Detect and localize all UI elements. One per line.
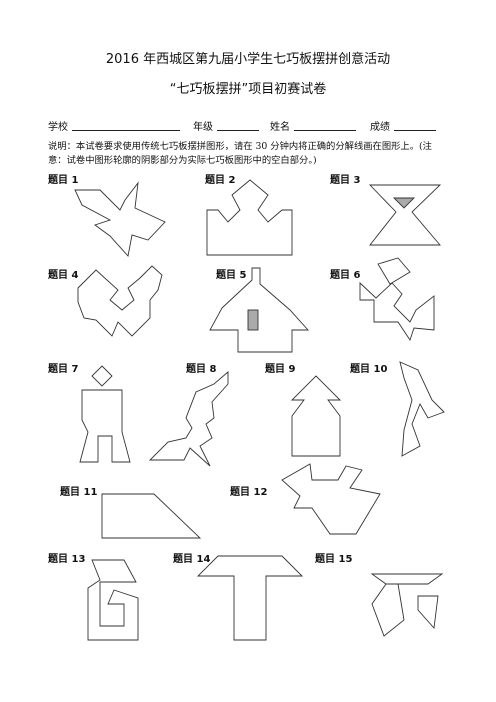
figure-5-shaded-door <box>247 309 259 331</box>
figure-9-outline <box>290 375 342 457</box>
figure-6-body <box>359 281 435 342</box>
name-label: 姓名 <box>270 122 290 133</box>
question-14-label: 题目 14 <box>173 554 211 565</box>
instructions-text: 说明：本试卷要求使用传统七巧板摆拼图形，请在 30 分钟内将正确的分解线画在图形… <box>48 141 432 166</box>
question-6-label: 题目 6 <box>330 270 361 281</box>
figure-1-outline <box>74 181 166 257</box>
exam-title: 2016 年西城区第九届小学生七巧板摆拼创意活动 <box>105 52 391 67</box>
question-10-label: 题目 10 <box>350 364 388 375</box>
figure-8[interactable] <box>148 371 229 467</box>
figure-1[interactable] <box>74 181 166 257</box>
exam-subtitle: “七巧板摆拼”项目初赛试卷 <box>169 82 327 97</box>
figure-7-body <box>79 389 131 463</box>
figure-13[interactable] <box>87 559 139 641</box>
figure-5-outline <box>209 267 310 353</box>
question-15-label: 题目 15 <box>315 554 353 565</box>
figure-3-shaded-area <box>392 197 416 209</box>
figure-11[interactable] <box>101 493 202 539</box>
question-8-label: 题目 8 <box>186 364 217 375</box>
question-11-label: 题目 11 <box>60 487 98 498</box>
figure-2-outline <box>206 179 293 256</box>
figure-3-outline <box>368 184 442 246</box>
grade-label: 年级 <box>193 122 213 133</box>
figure-15-stem <box>371 583 405 637</box>
school-label: 学校 <box>48 122 68 133</box>
question-7-label: 题目 7 <box>48 364 79 375</box>
question-5-label: 题目 5 <box>216 270 247 281</box>
figure-14[interactable] <box>196 555 304 641</box>
figure-6[interactable] <box>359 257 435 342</box>
question-12-label: 题目 12 <box>230 487 268 498</box>
question-4-label: 题目 4 <box>48 270 79 281</box>
school-field[interactable] <box>72 130 180 131</box>
figure-5[interactable] <box>209 267 310 353</box>
figure-11-outline <box>101 493 202 539</box>
figure-15-flag <box>417 595 439 630</box>
figure-12[interactable] <box>281 463 381 535</box>
figure-4[interactable] <box>77 265 163 337</box>
question-1-label: 题目 1 <box>48 175 79 186</box>
figure-2[interactable] <box>206 179 293 256</box>
figure-9[interactable] <box>290 375 342 457</box>
figure-12-outline <box>281 463 381 535</box>
figure-15[interactable] <box>370 573 444 637</box>
figure-7[interactable] <box>79 365 131 463</box>
figure-4-outline <box>77 265 163 337</box>
score-label: 成绩 <box>370 122 390 133</box>
grade-field[interactable] <box>217 130 259 131</box>
figure-8-outline <box>148 371 229 467</box>
name-field[interactable] <box>294 130 356 131</box>
question-3-label: 题目 3 <box>330 175 361 186</box>
question-2-label: 题目 2 <box>205 175 236 186</box>
figure-3[interactable] <box>368 184 442 246</box>
question-13-label: 题目 13 <box>48 554 86 565</box>
score-field[interactable] <box>394 130 436 131</box>
figure-14-outline <box>196 555 304 641</box>
figure-10[interactable] <box>399 361 445 457</box>
figure-6-outline <box>377 257 411 285</box>
figure-15-top <box>370 573 444 585</box>
figure-13-outline <box>87 559 139 641</box>
figure-10-outline <box>399 361 445 457</box>
question-9-label: 题目 9 <box>265 364 296 375</box>
figure-7-head <box>91 365 113 387</box>
